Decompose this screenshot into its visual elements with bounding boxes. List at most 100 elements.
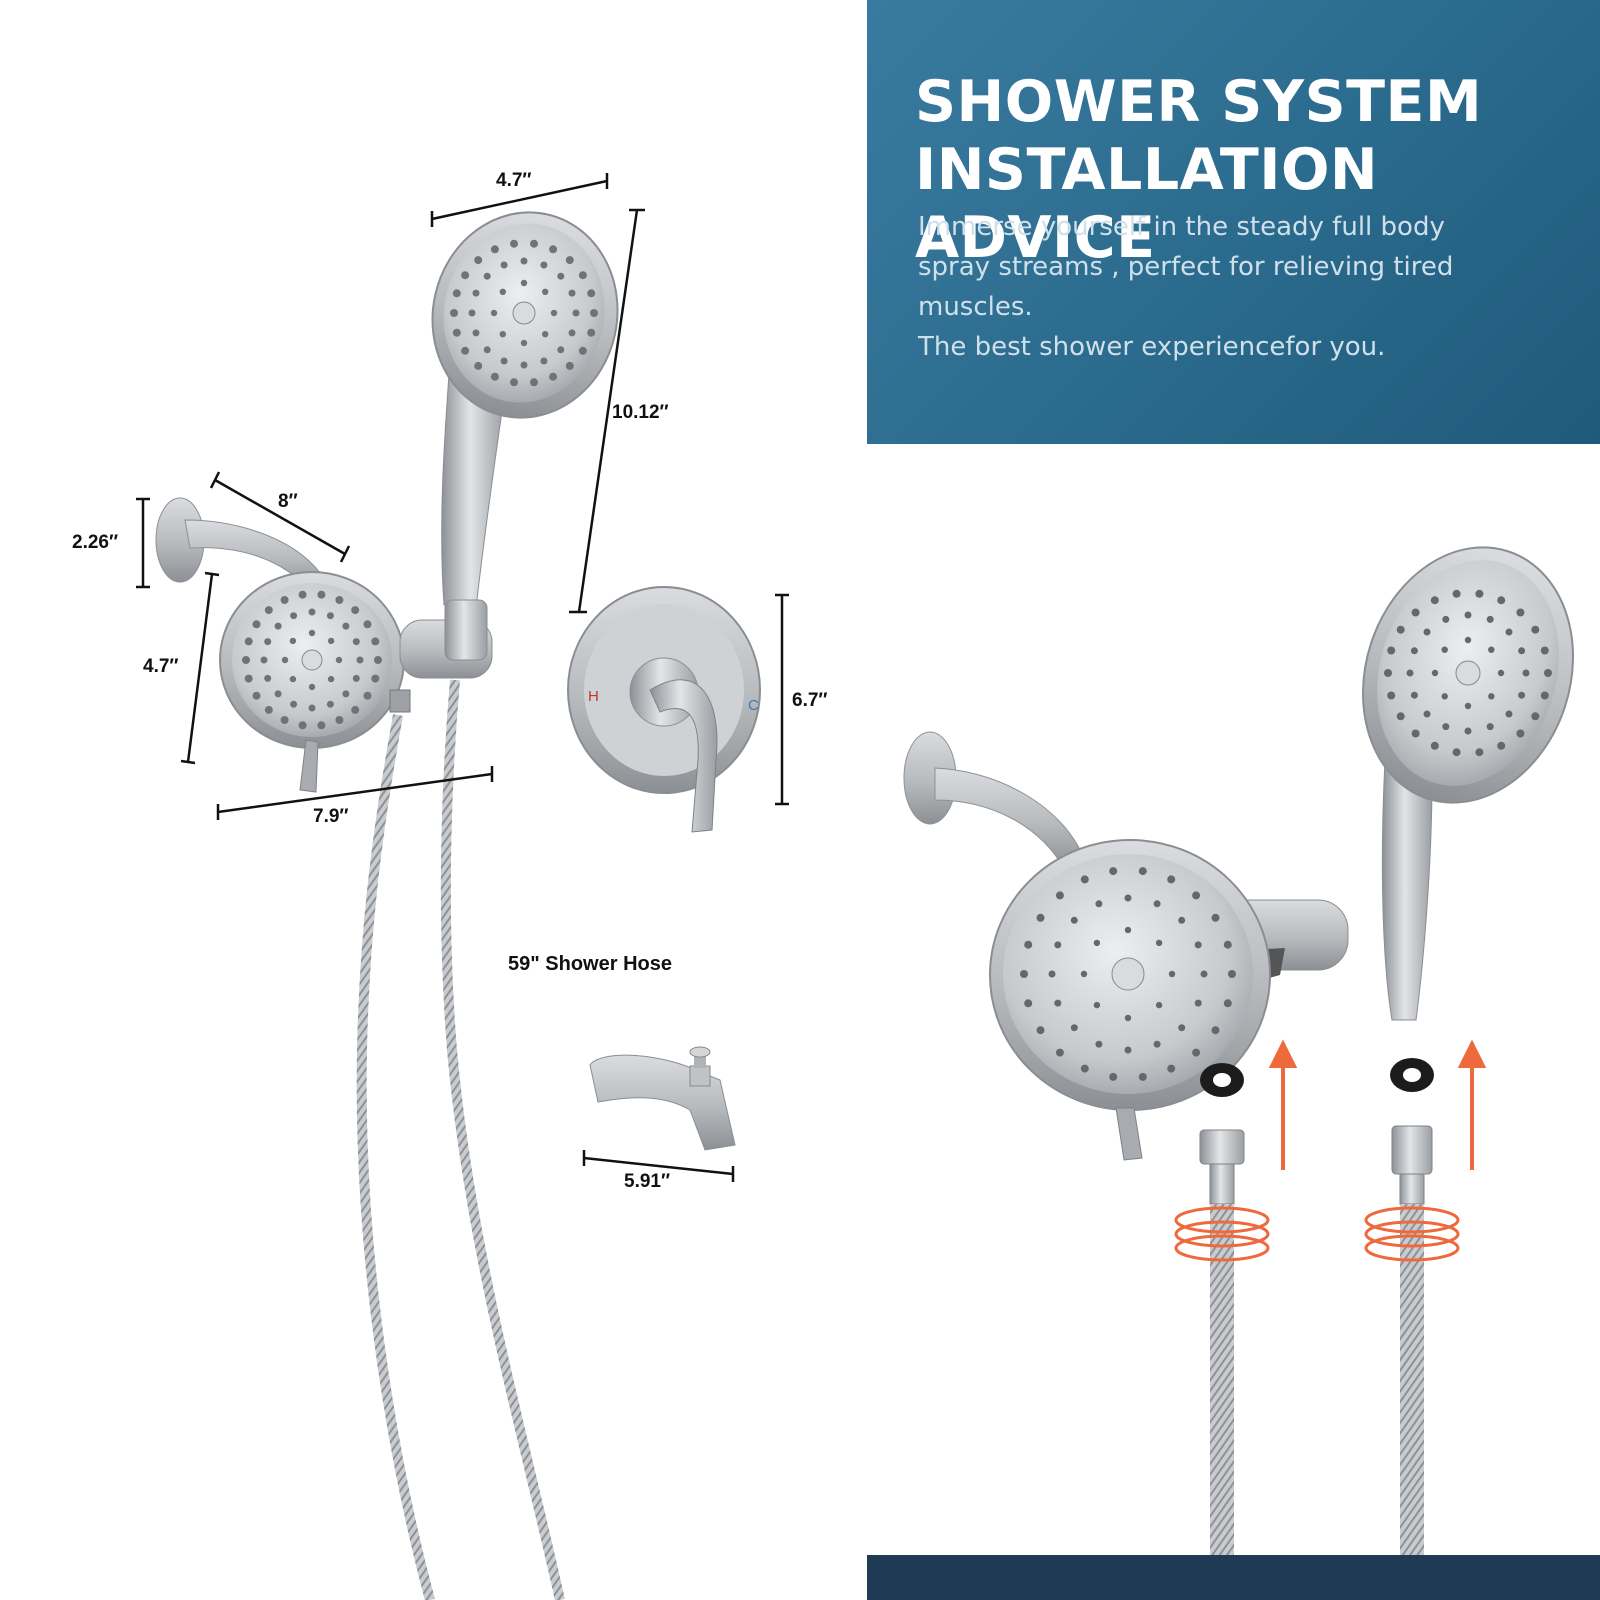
- nozzle: [510, 239, 518, 248]
- nozzle: [1518, 647, 1526, 655]
- nozzle: [565, 361, 574, 370]
- up-arrow-head-right: [1457, 1039, 1487, 1068]
- nozzle: [342, 690, 350, 698]
- nozzle: [274, 622, 282, 630]
- nozzle: [1024, 999, 1033, 1008]
- rotate-ring-right-3: [1364, 1234, 1460, 1262]
- nozzle: [280, 716, 289, 724]
- rotate-ring-left-3: [1174, 1234, 1270, 1262]
- banner-text-line-2: spray streams , perfect for relieving ti…: [918, 252, 1454, 282]
- nozzle: [572, 309, 580, 317]
- nozzle: [351, 705, 360, 714]
- nozzle: [1505, 710, 1513, 718]
- nozzle: [252, 620, 261, 629]
- nozzle: [557, 346, 565, 354]
- nozzle: [474, 361, 483, 370]
- nozzle: [290, 700, 298, 708]
- nozzle: [1109, 1072, 1118, 1081]
- nozzle: [317, 721, 326, 730]
- nozzle: [289, 637, 297, 645]
- nozzle: [542, 288, 549, 295]
- nozzle: [1441, 693, 1448, 700]
- tub-spout: [589, 1046, 736, 1151]
- nozzle: [1442, 615, 1450, 623]
- nozzle: [1430, 741, 1439, 750]
- dim-fixed-head-diameter: 4.7″: [143, 656, 179, 677]
- nozzle: [530, 239, 538, 248]
- nozzle: [1178, 1024, 1186, 1032]
- nozzle: [1396, 625, 1405, 634]
- nozzle: [1054, 999, 1062, 1007]
- nozzle: [1223, 940, 1232, 949]
- install-arrows: [1268, 1039, 1487, 1170]
- shower-arm-right: [903, 731, 1086, 871]
- nozzle: [242, 656, 250, 664]
- nozzle: [1093, 1001, 1101, 1009]
- nozzle: [461, 271, 470, 280]
- nozzle: [1464, 611, 1472, 619]
- nozzle: [557, 272, 565, 280]
- nozzle: [1531, 625, 1540, 634]
- nozzle: [1423, 628, 1431, 636]
- nozzle: [1211, 1026, 1220, 1035]
- nozzle: [568, 329, 576, 337]
- nozzle: [510, 378, 518, 387]
- nozzle: [374, 656, 382, 664]
- nozzle: [326, 700, 334, 708]
- nozzle: [1452, 748, 1461, 757]
- nozzle: [1486, 723, 1494, 731]
- nozzle: [371, 674, 380, 683]
- nozzle: [590, 309, 598, 317]
- info-banner: [867, 0, 1600, 444]
- nozzle: [472, 329, 480, 337]
- nozzle: [1153, 900, 1161, 908]
- nozzle: [1497, 669, 1505, 677]
- hose-connector-left: [1199, 1129, 1245, 1555]
- nozzle: [1411, 608, 1420, 617]
- dimension-lines: [136, 173, 789, 1182]
- nozzle: [327, 637, 335, 645]
- nozzle: [264, 674, 272, 682]
- nozzle: [1497, 741, 1506, 750]
- nozzle: [335, 716, 344, 724]
- nozzle: [568, 289, 576, 297]
- nozzle: [1168, 970, 1176, 978]
- valve-trim-plate: [567, 586, 761, 833]
- rotate-ring-left-1: [1174, 1206, 1270, 1234]
- nozzle: [499, 288, 506, 295]
- nozzle: [1522, 669, 1530, 677]
- nozzle: [520, 361, 528, 369]
- nozzle: [1431, 669, 1439, 677]
- nozzle: [1430, 596, 1439, 605]
- nozzle: [1153, 1040, 1161, 1048]
- nozzle: [298, 721, 307, 730]
- nozzle: [1124, 1046, 1132, 1054]
- nozzle: [244, 637, 253, 646]
- nozzle: [351, 606, 360, 615]
- nozzle: [565, 256, 574, 265]
- dim-handheld-width: 4.7″: [496, 170, 532, 191]
- nozzle: [1228, 970, 1236, 978]
- nozzle: [452, 289, 461, 298]
- nozzle: [1036, 913, 1045, 922]
- nozzle: [1423, 710, 1431, 718]
- nozzle: [500, 261, 508, 269]
- nozzle: [1464, 727, 1472, 735]
- nozzle: [264, 705, 273, 714]
- nozzle: [1080, 1064, 1089, 1073]
- nozzle: [520, 339, 528, 347]
- nozzle: [327, 675, 335, 683]
- nozzle: [1441, 646, 1448, 653]
- nozzle: [578, 271, 587, 280]
- nozzle: [520, 257, 528, 265]
- nozzle: [1192, 891, 1201, 900]
- nozzle: [1387, 646, 1396, 655]
- nozzle: [335, 656, 343, 664]
- nozzle: [260, 656, 268, 664]
- nozzle: [578, 346, 587, 355]
- hose-label: 59" Shower Hose: [508, 953, 672, 975]
- up-arrow-head-left: [1268, 1039, 1298, 1068]
- nozzle: [1384, 669, 1392, 677]
- dim-fixed-assembly-width: 7.9″: [313, 806, 349, 827]
